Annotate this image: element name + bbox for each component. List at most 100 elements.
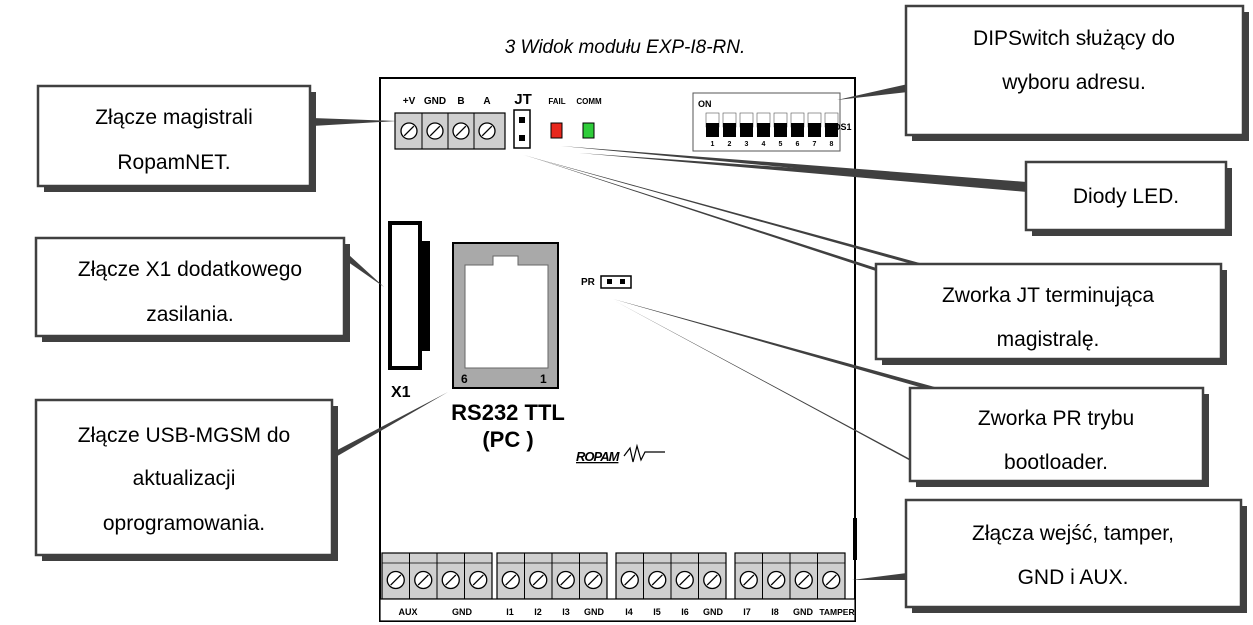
callout-led-line-1: Diody LED. <box>1073 185 1179 208</box>
pr-pin-left <box>607 279 612 284</box>
screw-slot <box>825 574 837 586</box>
input-terminal-screw <box>675 570 694 590</box>
screw-slot <box>445 574 457 586</box>
rs232-sub-label: (PC ) <box>482 427 533 452</box>
callout-inputs-line-2: GND i AUX. <box>1018 566 1129 589</box>
callout-usb-box <box>34 398 334 557</box>
rj-socket-opening <box>464 255 549 369</box>
dip-number: 8 <box>830 141 834 148</box>
dip-number: 4 <box>762 141 766 148</box>
terminal-label: GND <box>452 607 473 617</box>
input-terminal-screw <box>739 570 758 590</box>
callout-led: Diody LED. <box>1024 160 1232 236</box>
leader-jt-1 <box>523 155 933 270</box>
bus-terminal-screw <box>478 122 496 140</box>
callouts: Złącze magistrali RopamNET. Złącze X1 do… <box>34 4 1249 613</box>
pr-label: PR <box>581 277 596 288</box>
callout-dip-line-2: wyboru adresu. <box>1001 71 1146 94</box>
screw-slot <box>798 574 810 586</box>
terminal-label: I7 <box>743 607 751 617</box>
terminal-label: I8 <box>771 607 779 617</box>
dip-lever <box>723 123 736 137</box>
jt-pin-bottom <box>519 135 525 141</box>
callout-jt-box <box>874 262 1223 361</box>
input-terminal-screw <box>584 570 603 590</box>
callout-inputs-line-1: Złącza wejść, tamper, <box>972 522 1174 545</box>
dip-lever <box>825 123 838 137</box>
ropam-logo: ROPAM <box>576 443 665 464</box>
screw-slot <box>624 574 636 586</box>
input-terminal-screw <box>414 570 433 590</box>
callout-usb-line-3: oprogramowania. <box>103 512 265 535</box>
callout-usb-line-2: aktualizacji <box>133 467 236 490</box>
input-terminal-screw <box>469 570 488 590</box>
rj-pin-1: 1 <box>540 372 547 386</box>
callout-bus: Złącze magistrali RopamNET. <box>36 84 316 192</box>
screw-slot <box>706 574 718 586</box>
dip-lever <box>740 123 753 137</box>
screw-slot <box>455 125 467 137</box>
terminal-label: I4 <box>625 607 633 617</box>
input-terminal-block <box>381 552 493 600</box>
callout-usb: Złącze USB-MGSM do aktualizacji oprogram… <box>34 398 338 561</box>
x1-connector <box>388 221 422 370</box>
input-terminal-block <box>615 552 727 600</box>
input-terminal-screw <box>501 570 520 590</box>
dip-lever <box>791 123 804 137</box>
input-terminal-screw <box>556 570 575 590</box>
terminal-label: I1 <box>506 607 514 617</box>
dip-number: 2 <box>728 141 732 148</box>
callout-pr-box <box>908 386 1205 483</box>
callout-bus-box <box>36 84 312 188</box>
leader-pr-2 <box>615 301 918 465</box>
figure-caption: 3 Widok modułu EXP-I8-RN. <box>505 37 746 58</box>
x1-connector-back <box>420 241 430 351</box>
callout-pr-line-1: Zworka PR trybu <box>978 407 1134 430</box>
dip-number: 5 <box>779 141 783 148</box>
bus-pin-label: B <box>457 96 464 107</box>
screw-slot <box>770 574 782 586</box>
terminal-label: GND <box>793 607 814 617</box>
callout-pr: Zworka PR trybu bootloader. <box>908 386 1209 487</box>
ropam-logo-text: ROPAM <box>576 449 621 464</box>
input-terminal-block <box>496 552 608 600</box>
dip-lever <box>706 123 719 137</box>
callout-dip-box <box>904 4 1245 137</box>
board-outline <box>379 77 856 622</box>
bus-pin-label: A <box>483 96 490 107</box>
leader-dip <box>837 84 908 100</box>
pr-pin-right <box>620 279 625 284</box>
led-label-fail: FAIL <box>548 97 565 106</box>
pr-jumper <box>600 275 632 289</box>
screw-slot <box>587 574 599 586</box>
callout-inputs: Złącza wejść, tamper, GND i AUX. <box>904 498 1247 613</box>
bus-pin-label: +V <box>403 96 416 107</box>
terminal-label: I6 <box>681 607 689 617</box>
input-terminal-blocks <box>379 552 856 622</box>
screw-slot <box>481 125 493 137</box>
rj-pin-6: 6 <box>461 372 468 386</box>
bus-terminal-screw <box>452 122 470 140</box>
callout-jt-line-2: magistralę. <box>997 328 1100 351</box>
x1-label: X1 <box>391 384 411 401</box>
terminal-label: GND <box>584 607 605 617</box>
callout-led-box <box>1024 160 1228 232</box>
callout-jt-line-1: Zworka JT terminująca <box>942 284 1154 307</box>
dip-number: 3 <box>745 141 749 148</box>
callout-dip: DIPSwitch służący do wyboru adresu. <box>904 4 1249 141</box>
callout-usb-line-1: Złącze USB-MGSM do <box>78 424 290 447</box>
dip-lever <box>808 123 821 137</box>
screw-slot <box>679 574 691 586</box>
led-comm <box>582 122 595 139</box>
callout-x1-box <box>34 236 346 338</box>
callout-bus-line-1: Złącze magistrali <box>95 106 253 129</box>
dip-lever <box>774 123 787 137</box>
screw-slot <box>532 574 544 586</box>
screw-slot <box>403 125 415 137</box>
input-terminal-screw <box>620 570 639 590</box>
ropam-logo-signal <box>623 443 665 463</box>
screw-slot <box>743 574 755 586</box>
